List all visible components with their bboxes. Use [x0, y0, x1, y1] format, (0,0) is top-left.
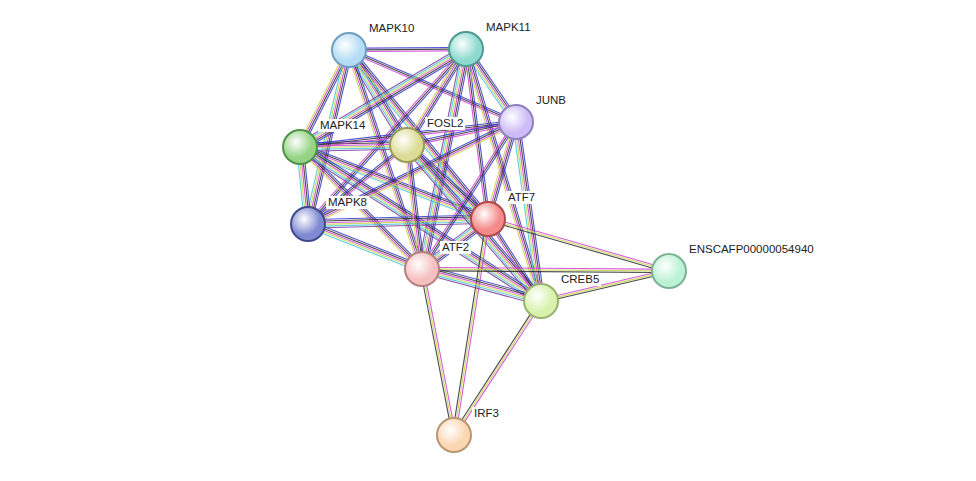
protein-node: ENSCAFP00000054940: [651, 253, 687, 289]
node-label: MAPK8: [326, 196, 369, 209]
node-label: ENSCAFP00000054940: [687, 243, 816, 256]
evidence-strand: [438, 276, 524, 299]
evidence-strand: [439, 273, 525, 296]
evidence-strand: [478, 61, 509, 106]
evidence-strand: [520, 139, 540, 284]
evidence-strand: [439, 271, 525, 294]
evidence-strand: [424, 286, 450, 419]
protein-node: MAPK11: [448, 31, 484, 67]
node-label: CREB5: [559, 273, 601, 286]
protein-node: ATF2: [404, 251, 440, 287]
interaction-edge: [504, 222, 653, 268]
evidence-strand: [298, 164, 302, 207]
evidence-strand: [324, 230, 406, 263]
node-label: JUNB: [534, 94, 568, 107]
node-label: FOSL2: [425, 117, 465, 130]
interaction-edge: [298, 164, 309, 208]
interaction-edge: [417, 154, 477, 210]
evidence-strand: [438, 274, 524, 297]
protein-node: FOSL2: [389, 127, 425, 163]
protein-node: MAPK10: [331, 32, 367, 68]
interaction-edge: [430, 135, 509, 255]
node-label: IRF3: [472, 407, 501, 420]
evidence-strand: [408, 162, 419, 252]
evidence-strand: [317, 148, 390, 149]
evidence-strand: [366, 49, 449, 51]
evidence-strand: [468, 66, 486, 202]
protein-node: MAPK8: [290, 206, 326, 242]
evidence-strand: [462, 314, 530, 419]
protein-node: IRF3: [436, 417, 472, 453]
evidence-strand: [434, 227, 473, 256]
evidence-strand: [317, 146, 390, 147]
evidence-strand: [421, 155, 477, 206]
evidence-strand: [463, 315, 531, 420]
evidence-strand: [439, 271, 652, 273]
evidence-strand: [317, 150, 390, 151]
interaction-edge: [312, 153, 529, 296]
evidence-strand: [465, 316, 533, 421]
node-label: MAPK14: [318, 119, 367, 132]
protein-node: CREB5: [523, 283, 559, 319]
evidence-strand: [470, 66, 488, 202]
evidence-strand: [325, 227, 407, 260]
evidence-strand: [496, 234, 531, 287]
evidence-strand: [504, 224, 652, 267]
evidence-strand: [323, 233, 405, 266]
evidence-strand: [473, 65, 504, 110]
evidence-strand: [455, 236, 484, 418]
interaction-edge: [433, 226, 477, 262]
protein-node: MAPK14: [282, 129, 318, 165]
evidence-strand: [518, 139, 538, 284]
interaction-edge: [468, 65, 538, 286]
interaction-edge: [323, 227, 408, 266]
interaction-edge: [424, 285, 453, 418]
node-label: MAPK11: [484, 21, 533, 34]
interaction-edge: [462, 314, 533, 421]
evidence-strand: [437, 278, 523, 301]
interaction-edge: [366, 47, 449, 51]
evidence-strand: [320, 154, 392, 212]
evidence-strand: [427, 285, 453, 418]
protein-node: ATF7: [470, 201, 506, 237]
interaction-edge: [496, 232, 533, 287]
evidence-strand: [366, 47, 449, 49]
evidence-strand: [433, 226, 472, 255]
evidence-strand: [504, 225, 652, 268]
evidence-strand: [435, 229, 474, 258]
evidence-strand: [312, 160, 524, 296]
node-label: ATF7: [506, 191, 537, 204]
evidence-strand: [407, 162, 418, 252]
evidence-strand: [437, 231, 476, 260]
evidence-strand: [436, 230, 475, 259]
node-label: ATF2: [440, 241, 471, 254]
interaction-edge: [437, 269, 525, 300]
interaction-edge: [557, 273, 653, 299]
node-label: MAPK10: [367, 22, 416, 35]
evidence-strand: [497, 233, 532, 286]
interaction-edge: [439, 267, 652, 272]
evidence-strand: [366, 50, 449, 52]
evidence-strand: [499, 232, 534, 285]
evidence-strand: [313, 158, 525, 294]
evidence-strand: [324, 229, 406, 262]
evidence-strand: [314, 157, 526, 293]
evidence-strand: [557, 273, 652, 295]
interaction-edge: [407, 162, 423, 253]
evidence-strand: [323, 232, 405, 265]
evidence-strand: [425, 286, 451, 419]
protein-node: JUNB: [498, 104, 534, 140]
evidence-strand: [517, 139, 537, 284]
evidence-strand: [440, 269, 526, 292]
evidence-strand: [505, 222, 653, 265]
interaction-edge: [515, 138, 542, 284]
evidence-strand: [420, 156, 476, 207]
